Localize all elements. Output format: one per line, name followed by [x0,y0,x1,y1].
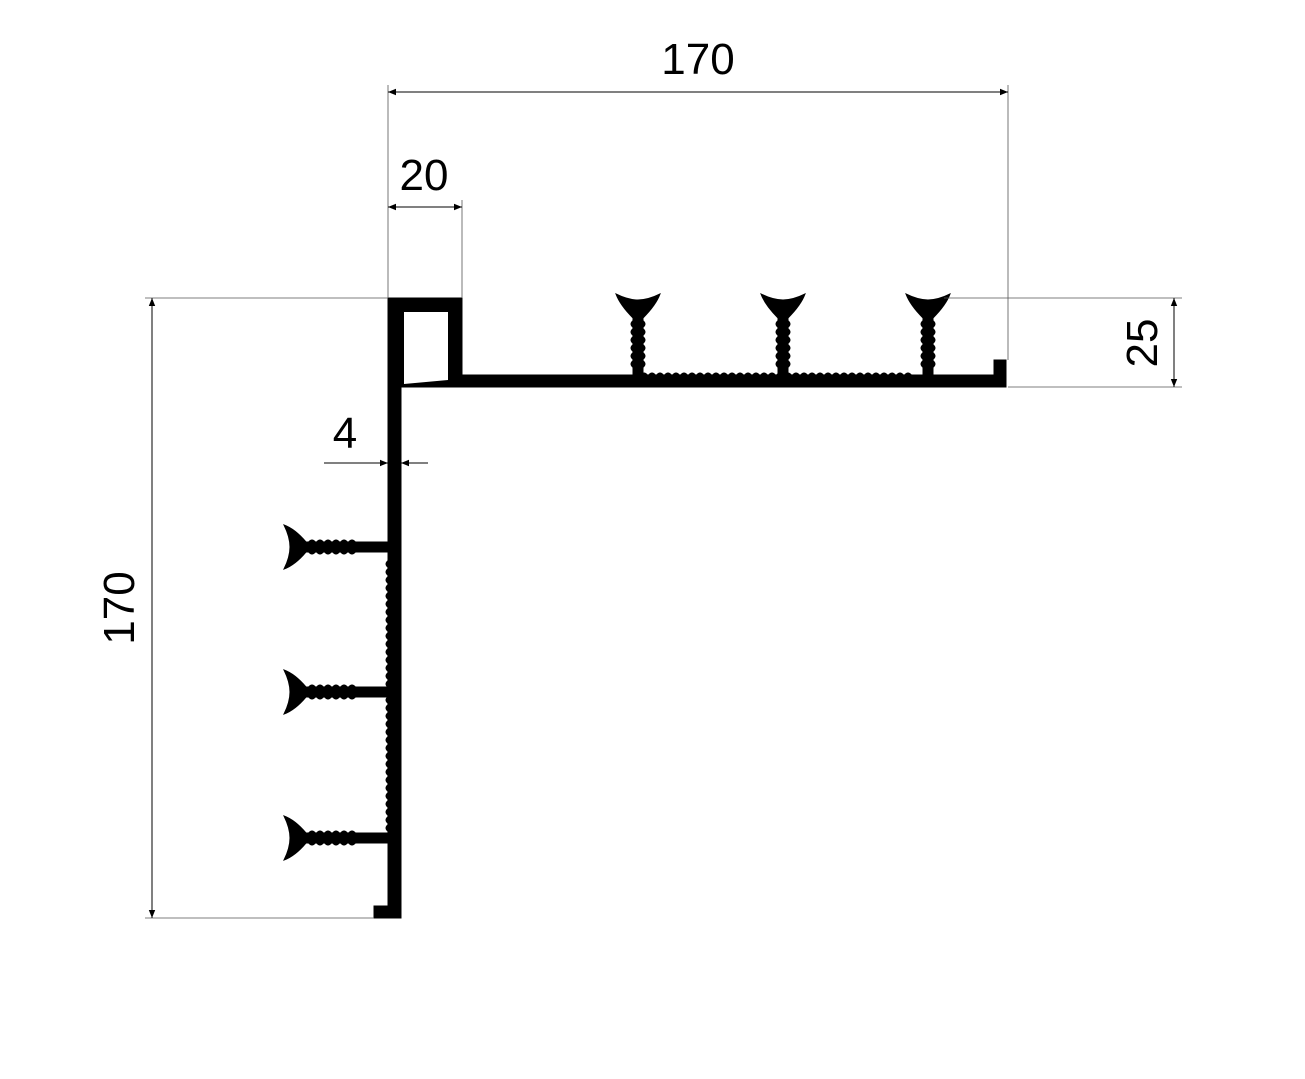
left-anchor-3 [282,815,389,861]
dimension-top-width: 170 [387,35,1009,360]
dimension-flange-height-label: 25 [1118,319,1167,368]
dimension-wall-thickness: 4 [324,409,428,467]
dimension-flange-height: 25 [944,297,1182,388]
top-anchor-3 [905,292,951,376]
vertical-serration [385,560,389,840]
top-chamber [373,297,1007,919]
top-chamber-hole [404,312,448,384]
dimension-wall-thickness-label: 4 [333,409,357,458]
top-anchor-1 [615,292,661,376]
dimension-flange-width-label: 20 [400,151,449,200]
dimension-top-width-label: 170 [661,35,734,84]
right-lip [993,359,1007,381]
dimension-left-height: 170 [95,297,388,919]
top-anchor-2 [760,292,806,376]
left-anchor-2 [282,669,389,715]
dimension-flange-width: 20 [388,151,463,298]
left-anchor-1 [282,524,389,570]
dimension-left-height-label: 170 [95,571,144,644]
aluminium-profile [282,292,1007,919]
